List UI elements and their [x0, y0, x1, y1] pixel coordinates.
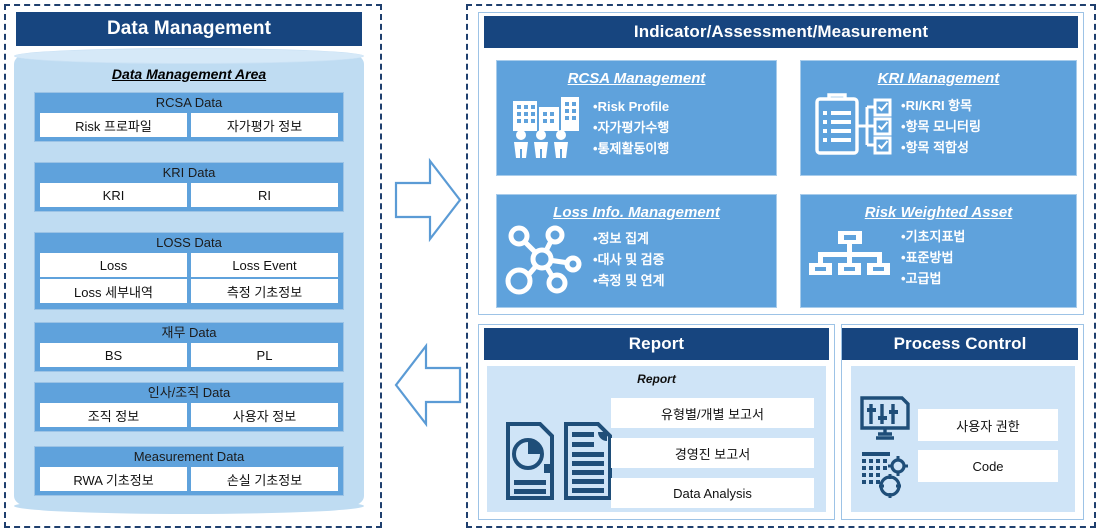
report-item-1[interactable]: 경영진 보고서: [611, 438, 814, 468]
monitor-sliders-icon: [860, 396, 910, 440]
data-management-header: Data Management: [16, 12, 362, 46]
card-bullets: 기초지표법 표준방법 고급법: [901, 226, 966, 289]
iam-header: Indicator/Assessment/Measurement: [484, 16, 1078, 48]
data-management-cylinder-bottom: [14, 498, 364, 514]
group-measurement-data[interactable]: Measurement Data RWA 기초정보 손실 기초정보: [34, 446, 344, 496]
card-risk-weighted-asset[interactable]: Risk Weighted Asset: [800, 194, 1077, 308]
group-title: 인사/조직 Data: [147, 385, 231, 400]
bullet: 정보 집계: [593, 228, 665, 249]
card-title: Risk Weighted Asset: [864, 204, 1013, 221]
bullet: 표준방법: [901, 247, 965, 268]
bullet: 항목 모니터링: [901, 116, 981, 137]
process-control-item-0[interactable]: 사용자 권한: [918, 409, 1058, 441]
process-control-item-1[interactable]: Code: [918, 450, 1058, 482]
data-management-area-title: Data Management Area: [111, 66, 267, 82]
group-title: RCSA Data: [155, 95, 223, 110]
list-item[interactable]: 손실 기초정보: [191, 467, 338, 491]
card-kri-management[interactable]: KRI Management: [800, 60, 1077, 176]
bullet: 측정 및 연계: [593, 270, 665, 291]
list-item[interactable]: BS: [40, 343, 187, 367]
clipboard-checklist-icon: [815, 93, 892, 155]
report-item-0[interactable]: 유형별/개별 보고서: [611, 398, 814, 428]
network-hub-icon: [505, 225, 582, 295]
list-item[interactable]: PL: [191, 343, 338, 367]
card-bullets: Risk Profile 자가평가수행 통제활동이행: [593, 96, 670, 159]
list-item[interactable]: 측정 기초정보: [191, 279, 338, 303]
report-item-2[interactable]: Data Analysis: [611, 478, 814, 508]
bullet: RI/KRI 항목: [901, 95, 981, 116]
group-title: KRI Data: [162, 165, 216, 180]
card-title: Loss Info. Management: [553, 204, 720, 221]
bullet: 자가평가수행: [593, 117, 670, 138]
report-header: Report: [484, 328, 829, 360]
list-item[interactable]: RWA 기초정보: [40, 467, 187, 491]
bullet: Risk Profile: [593, 96, 670, 117]
bullet: 기초지표법: [901, 226, 966, 247]
list-item[interactable]: RI: [191, 183, 338, 207]
keypad-gears-icon: [862, 452, 908, 498]
group-title: LOSS Data: [156, 235, 222, 250]
bullet: 항목 적합성: [901, 137, 981, 158]
card-loss-info-management[interactable]: Loss Info. Management: [496, 194, 777, 308]
list-item[interactable]: 조직 정보: [40, 403, 187, 427]
group-kri-data[interactable]: KRI Data KRI RI: [34, 162, 344, 212]
card-title: RCSA Management: [567, 70, 706, 87]
arrow-right-icon: [394, 157, 462, 243]
bullet: 대사 및 검증: [593, 249, 665, 270]
process-control-header: Process Control: [842, 328, 1078, 360]
data-management-cylinder-top: [14, 48, 364, 64]
card-bullets: RI/KRI 항목 항목 모니터링 항목 적합성: [901, 95, 981, 158]
card-title: KRI Management: [877, 70, 1000, 87]
group-hr-org-data[interactable]: 인사/조직 Data 조직 정보 사용자 정보: [34, 382, 344, 432]
list-item[interactable]: Loss: [40, 253, 187, 277]
list-item[interactable]: Loss 세부내역: [40, 279, 187, 303]
card-bullets: 정보 집계 대사 및 검증 측정 및 연계: [593, 228, 665, 291]
list-item[interactable]: 자가평가 정보: [191, 113, 338, 137]
bullet: 고급법: [901, 268, 965, 289]
document-lines-icon: [564, 422, 612, 500]
group-finance-data[interactable]: 재무 Data BS PL: [34, 322, 344, 372]
group-rcsa-data[interactable]: RCSA Data Risk 프로파일 자가평가 정보: [34, 92, 344, 142]
org-hierarchy-icon: [809, 231, 890, 275]
card-rcsa-management[interactable]: RCSA Management: [496, 60, 777, 176]
document-piechart-icon: [506, 422, 554, 500]
group-title: 재무 Data: [161, 325, 217, 340]
report-inner-title: Report: [637, 372, 676, 386]
list-item[interactable]: Loss Event: [191, 253, 338, 277]
list-item[interactable]: Risk 프로파일: [40, 113, 187, 137]
group-loss-data[interactable]: LOSS Data Loss Loss Event Loss 세부내역 측정 기…: [34, 232, 344, 310]
list-item[interactable]: 사용자 정보: [191, 403, 338, 427]
arrow-left-icon: [394, 342, 462, 428]
bullet: 통제활동이행: [593, 138, 670, 159]
list-item[interactable]: KRI: [40, 183, 187, 207]
group-title: Measurement Data: [133, 449, 245, 464]
buildings-people-icon: [513, 97, 579, 158]
